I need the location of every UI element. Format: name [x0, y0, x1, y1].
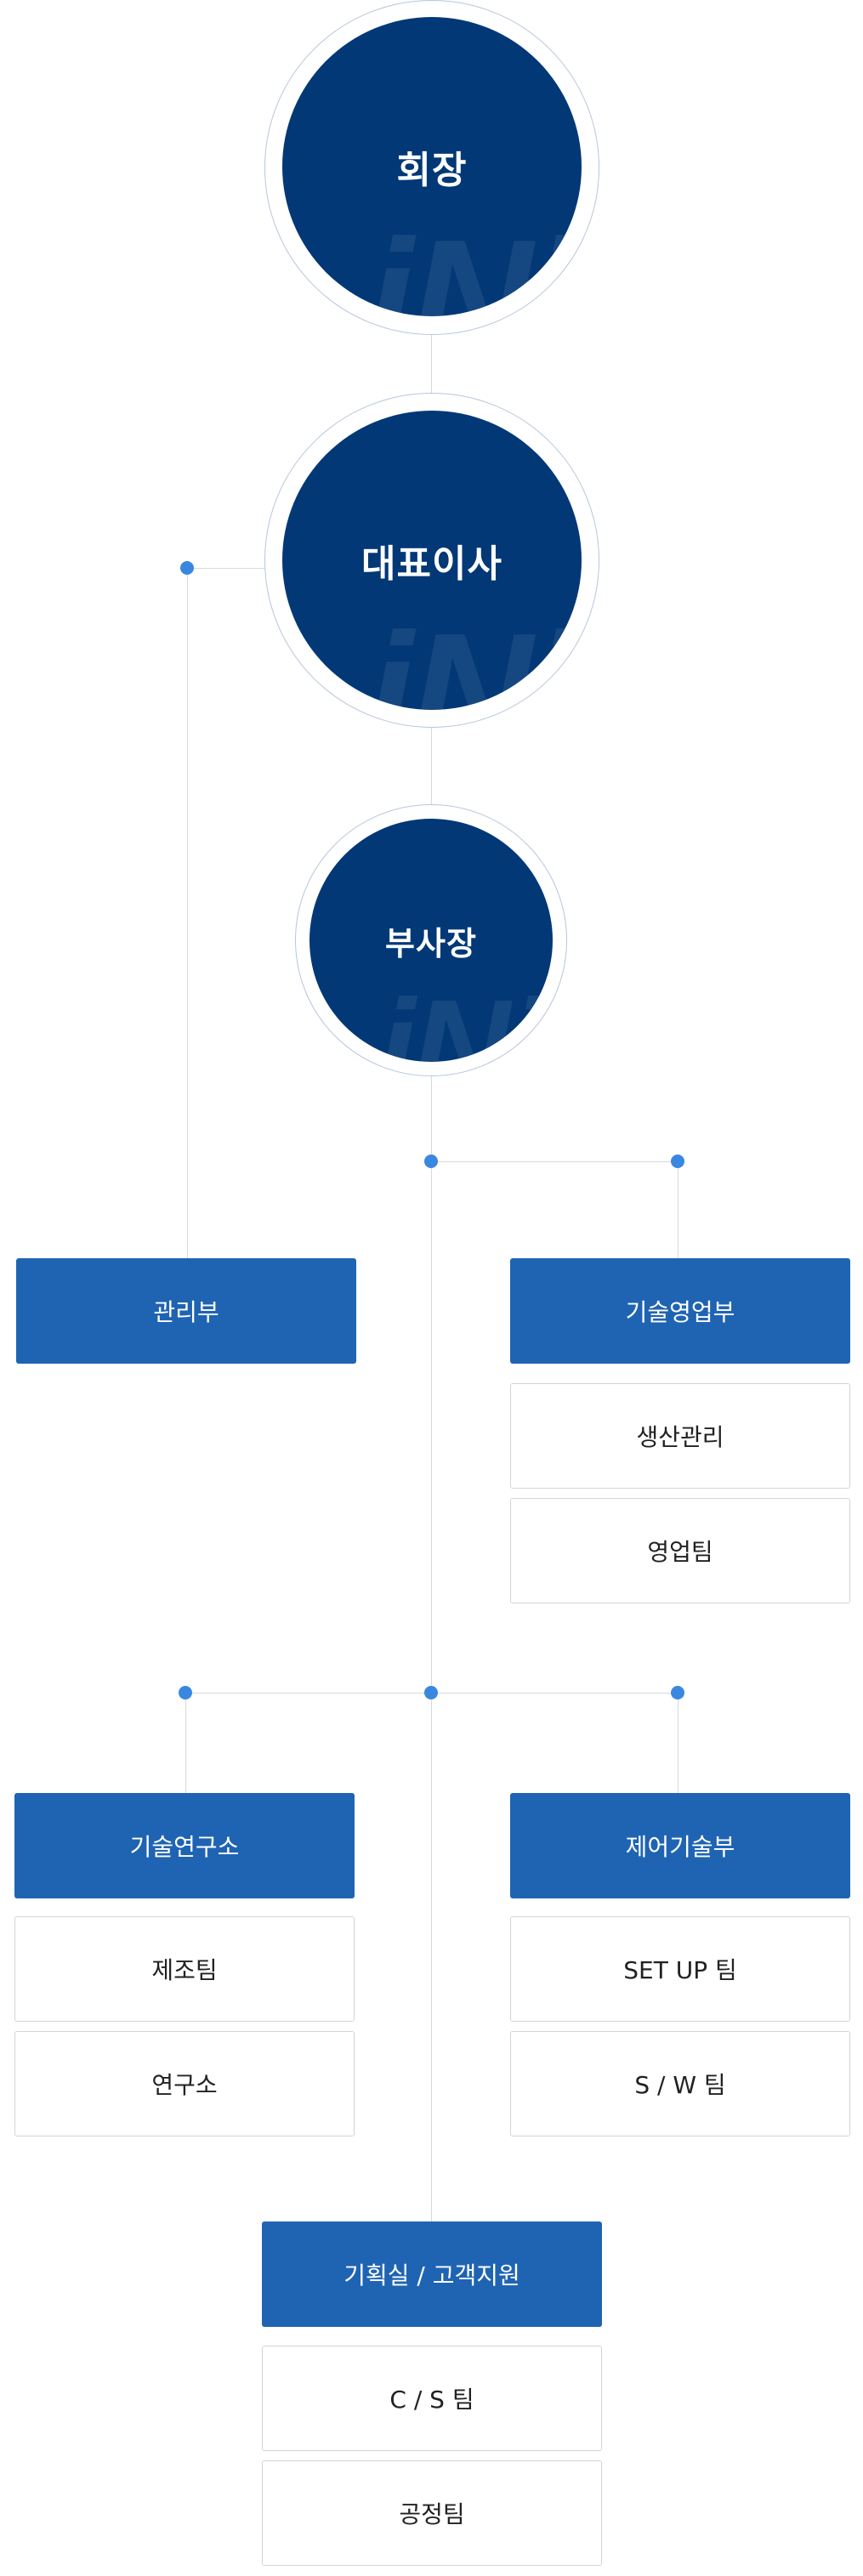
dept-research-lab: 기술연구소 — [14, 1793, 355, 1898]
connector-dot — [179, 1686, 192, 1699]
connector-dot — [424, 1686, 438, 1699]
team-label: C / S 팀 — [389, 2386, 474, 2414]
connector-dot — [671, 1155, 684, 1168]
logo-watermark: iNi — [378, 971, 544, 1062]
connector-line — [187, 568, 265, 569]
dept-label: 기술연구소 — [129, 1833, 240, 1861]
team-box: 생산관리 — [510, 1383, 850, 1489]
team-box: C / S 팀 — [262, 2346, 602, 2451]
ceo-node: iNi 대표이사 — [282, 411, 582, 710]
team-label: 공정팀 — [399, 2500, 465, 2528]
dept-planning-support: 기획실 / 고객지원 — [262, 2221, 602, 2327]
connector-line — [185, 1693, 186, 1793]
dept-management: 관리부 — [16, 1258, 356, 1364]
team-box: 영업팀 — [510, 1498, 850, 1603]
connector-dot — [424, 1155, 438, 1168]
team-box: 공정팀 — [262, 2460, 602, 2566]
vice-president-label: 부사장 — [385, 924, 477, 962]
connector-dot — [671, 1686, 684, 1699]
connector-line — [431, 334, 432, 394]
team-label: 제조팀 — [151, 1956, 218, 1984]
team-box: S / W 팀 — [510, 2031, 850, 2136]
chairman-label: 회장 — [396, 149, 468, 192]
team-label: 연구소 — [151, 2071, 218, 2099]
logo-watermark: iNi — [366, 205, 577, 316]
dept-tech-sales: 기술영업부 — [510, 1258, 850, 1364]
dept-control-tech: 제어기술부 — [510, 1793, 850, 1898]
team-box: 제조팀 — [14, 1916, 355, 2022]
team-box: 연구소 — [14, 2031, 355, 2136]
chairman-node: iNi 회장 — [282, 17, 582, 316]
dept-label: 제어기술부 — [625, 1833, 735, 1861]
team-label: SET UP 팀 — [623, 1956, 737, 1984]
vice-president-node: iNi 부사장 — [309, 819, 553, 1062]
team-box: SET UP 팀 — [510, 1916, 850, 2022]
team-label: S / W 팀 — [634, 2071, 726, 2099]
connector-line — [187, 568, 188, 1258]
dept-label: 기획실 / 고객지원 — [343, 2261, 520, 2289]
connector-line — [431, 1161, 678, 1162]
logo-watermark: iNi — [366, 599, 577, 710]
team-label: 영업팀 — [647, 1538, 713, 1566]
team-label: 생산관리 — [636, 1423, 724, 1451]
connector-line — [431, 728, 432, 806]
dept-label: 기술영업부 — [625, 1298, 735, 1326]
connector-dot — [180, 561, 194, 575]
connector-line — [431, 1075, 432, 2222]
ceo-label: 대표이사 — [361, 542, 502, 586]
dept-label: 관리부 — [153, 1298, 219, 1326]
